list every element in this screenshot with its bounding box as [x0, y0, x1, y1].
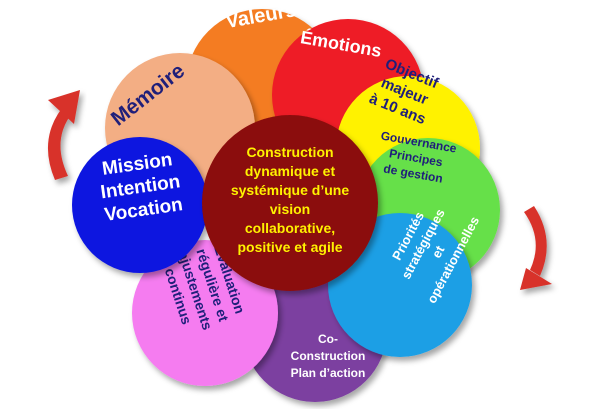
petal-evaluation: Évaluationrégulière etajustementscontinu…	[132, 240, 278, 386]
center-label-line: Construction	[246, 144, 333, 160]
petal-co-construction-label-line: Construction	[291, 349, 366, 363]
center-circle-group: Construction dynamique et systémique d’une…	[202, 115, 378, 291]
petal-evaluation-circle	[132, 240, 278, 386]
center-label-line: collaborative,	[245, 220, 335, 236]
center-label-line: vision	[270, 201, 310, 217]
center-label-line: positive et agile	[237, 239, 342, 255]
center-label: Construction dynamique et systémique d’une…	[231, 144, 349, 255]
cycle-arrow-right-icon	[520, 206, 552, 290]
petal-mission-circle	[72, 137, 208, 273]
petal-objectif-label: Objectifmajeurà 10 ans	[367, 55, 443, 128]
center-label-line: systémique d’une	[231, 182, 349, 198]
petal-mission: MissionIntentionVocation	[72, 137, 208, 273]
petal-co-construction-label-line: Plan d’action	[291, 366, 366, 380]
center-circle	[202, 115, 378, 291]
cycle-arrow-left-icon	[47, 90, 80, 180]
center-label-line: dynamique et	[245, 163, 336, 179]
petal-co-construction-label-line: Co-	[318, 332, 338, 346]
petal-mission-label: MissionIntentionVocation	[96, 149, 185, 227]
